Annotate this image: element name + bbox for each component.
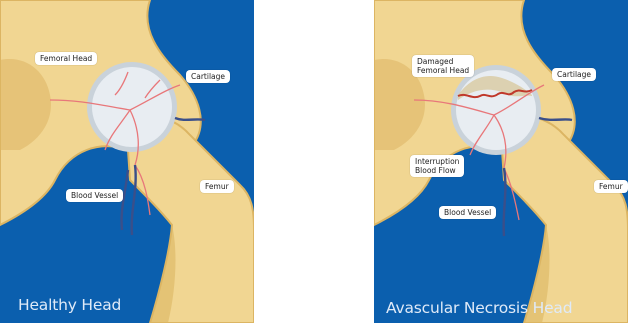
necrosis-hip-panel: Damaged Femoral Head Cartilage Interrupt… — [374, 0, 628, 323]
cartilage-label: Cartilage — [186, 70, 230, 83]
damaged-head-label: Damaged Femoral Head — [412, 55, 474, 77]
blood-vessel-label: Blood Vessel — [439, 206, 496, 219]
blood-vessel-label: Blood Vessel — [66, 189, 123, 202]
interruption-label: Interruption Blood Flow — [410, 155, 464, 177]
healthy-hip-illustration — [0, 0, 254, 323]
cartilage-label: Cartilage — [552, 68, 596, 81]
necrosis-caption: Avascular Necrosis Head — [386, 299, 572, 317]
femoral-head-label: Femoral Head — [35, 52, 97, 65]
femur-label: Femur — [594, 180, 628, 193]
femoral-head — [92, 67, 172, 147]
healthy-caption: Healthy Head — [18, 296, 121, 314]
healthy-hip-panel: Femoral Head Cartilage Blood Vessel Femu… — [0, 0, 254, 323]
femur-label: Femur — [200, 180, 234, 193]
